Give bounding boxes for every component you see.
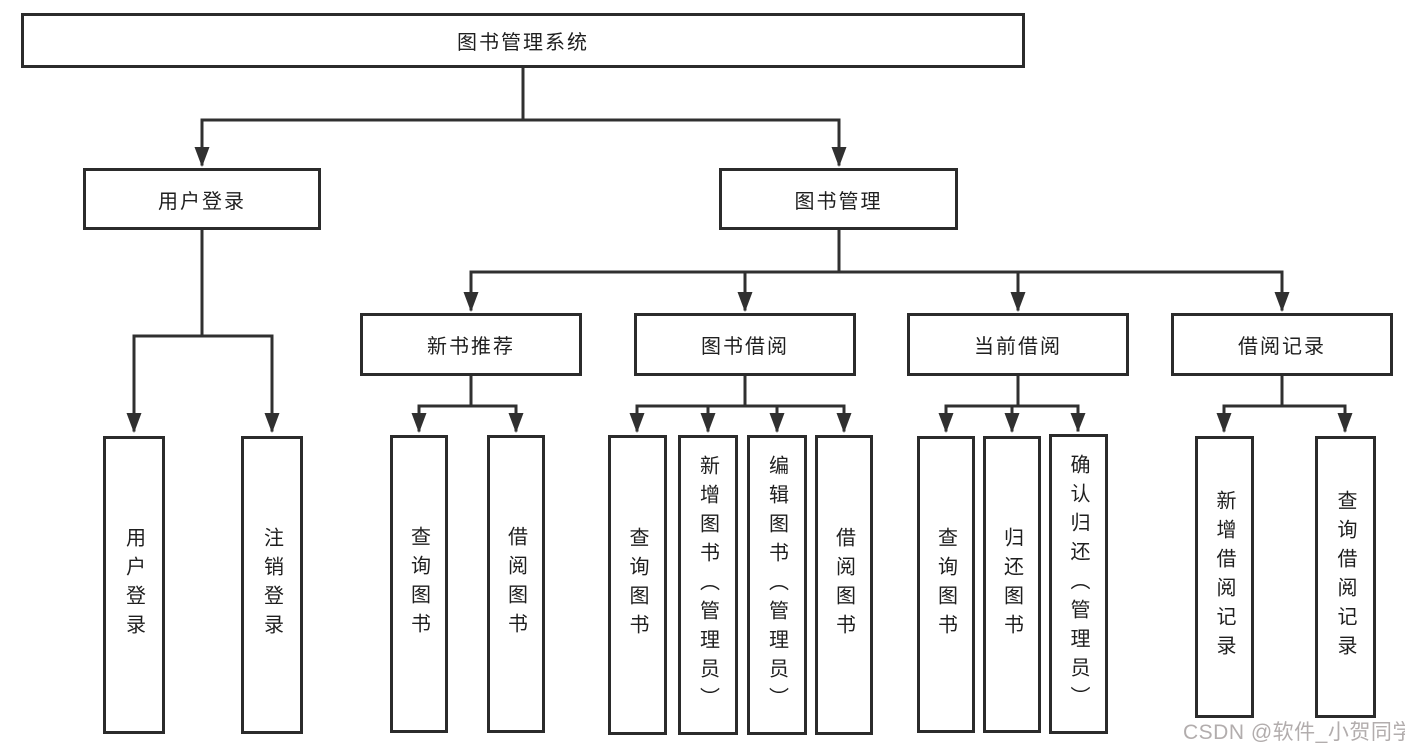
leaf-add-borrow-record-label: 新增借阅记录 xyxy=(1213,490,1235,664)
node-user-login-label: 用户登录 xyxy=(158,190,246,213)
connector-current-borrow-children xyxy=(938,374,1086,433)
node-current-borrow: 当前借阅 xyxy=(907,313,1129,376)
leaf-user-login: 用户登录 xyxy=(103,436,165,734)
leaf-logout: 注销登录 xyxy=(241,436,303,734)
leaf-recommend-borrow-books-label: 借阅图书 xyxy=(504,526,527,642)
leaf-query-borrow-record: 查询借阅记录 xyxy=(1315,436,1376,718)
leaf-current-query-books: 查询图书 xyxy=(917,436,975,733)
node-borrow-records-label: 借阅记录 xyxy=(1238,336,1326,358)
connector-user-login-children xyxy=(126,228,280,433)
leaf-query-borrow-record-label: 查询借阅记录 xyxy=(1334,490,1356,664)
node-new-book-recommend: 新书推荐 xyxy=(360,313,582,376)
leaf-borrow-query-books-label: 查询图书 xyxy=(626,527,648,643)
leaf-confirm-return-admin: 确认归还（管理员） xyxy=(1049,434,1108,734)
leaf-recommend-query-books-label: 查询图书 xyxy=(407,526,430,642)
leaf-borrow-query-books: 查询图书 xyxy=(608,435,667,735)
leaf-add-borrow-record: 新增借阅记录 xyxy=(1195,436,1254,718)
leaf-borrow-books: 借阅图书 xyxy=(815,435,873,735)
node-new-book-recommend-label: 新书推荐 xyxy=(427,336,515,358)
connector-borrow-records-children xyxy=(1216,374,1353,433)
leaf-borrow-books-label: 借阅图书 xyxy=(832,527,855,643)
node-book-borrow-label: 图书借阅 xyxy=(701,336,789,358)
leaf-confirm-return-admin-label: 确认归还（管理员） xyxy=(1067,453,1089,715)
leaf-edit-book-admin: 编辑图书（管理员） xyxy=(747,435,807,735)
connector-new-book-recommend-children xyxy=(411,374,524,433)
leaf-logout-label: 注销登录 xyxy=(260,527,283,643)
node-borrow-records: 借阅记录 xyxy=(1171,313,1393,376)
leaf-user-login-label: 用户登录 xyxy=(122,527,145,643)
connector-book-borrow-children xyxy=(629,374,852,433)
node-root-label: 图书管理系统 xyxy=(457,32,589,54)
connector-book-management-to-level3 xyxy=(463,228,1290,312)
node-book-management: 图书管理 xyxy=(719,168,958,230)
leaf-add-book-admin: 新增图书（管理员） xyxy=(678,435,738,735)
leaf-recommend-borrow-books: 借阅图书 xyxy=(487,435,545,733)
leaf-recommend-query-books: 查询图书 xyxy=(390,435,448,733)
leaf-current-query-books-label: 查询图书 xyxy=(934,526,957,643)
leaf-edit-book-admin-label: 编辑图书（管理员） xyxy=(765,454,788,716)
leaf-add-book-admin-label: 新增图书（管理员） xyxy=(696,454,719,716)
node-current-borrow-label: 当前借阅 xyxy=(974,336,1062,358)
csdn-watermark: CSDN @软件_小贺同学 xyxy=(1183,721,1405,744)
node-root: 图书管理系统 xyxy=(21,13,1025,68)
node-book-management-label: 图书管理 xyxy=(794,190,883,213)
leaf-return-books: 归还图书 xyxy=(983,436,1041,733)
connector-root-to-level2 xyxy=(194,66,847,167)
leaf-return-books-label: 归还图书 xyxy=(1000,526,1023,643)
node-book-borrow: 图书借阅 xyxy=(634,313,856,376)
node-user-login: 用户登录 xyxy=(83,168,321,230)
